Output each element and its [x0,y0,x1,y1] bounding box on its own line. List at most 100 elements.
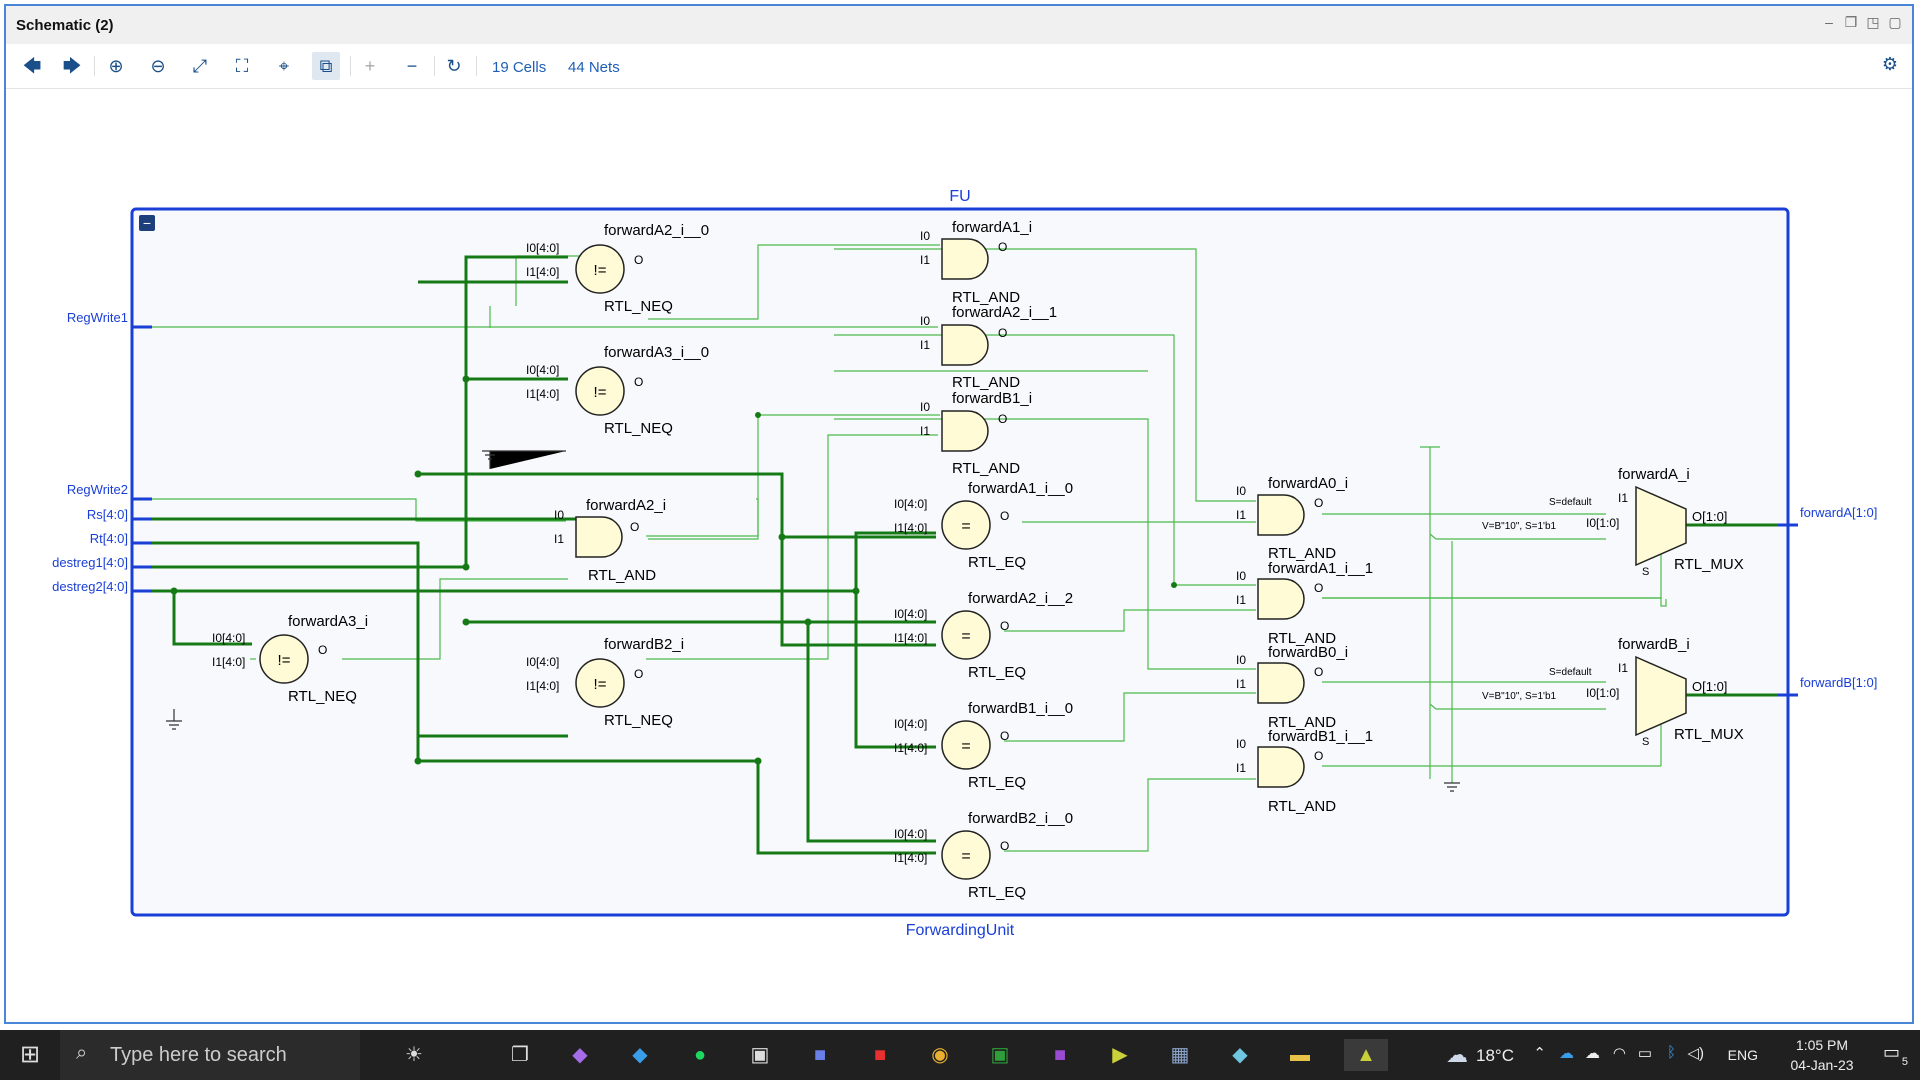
svg-text:I0[1:0]: I0[1:0] [1586,516,1619,530]
remove-icon[interactable]: − [406,56,418,76]
svg-text:RTL_EQ: RTL_EQ [968,774,1026,791]
weather-sun-icon[interactable]: ☀ [405,1044,423,1066]
svg-text:RTL_EQ: RTL_EQ [968,664,1026,681]
cell-forwardB2-i[interactable]: != forwardB2_i RTL_NEQ I0[4:0] I1[4:0] O [526,636,684,729]
svg-text:O: O [1000,619,1009,633]
windows-start-icon[interactable]: ⊞ [19,1041,41,1068]
cell-forwardA0-i[interactable]: forwardA0_i RTL_AND I0 I1 O [1236,475,1348,562]
svg-text:forwardB1_i__1: forwardB1_i__1 [1268,728,1373,745]
svg-text:I1: I1 [920,338,930,352]
back-icon[interactable]: 🡄 [22,56,42,76]
cloud-icon[interactable]: ☁ [1585,1045,1600,1062]
clock-time[interactable]: 1:05 PM [1795,1037,1849,1053]
cell-forwardA1-i-1[interactable]: forwardA1_i__1 RTL_AND I0 I1 O [1236,560,1373,647]
acrobat-icon[interactable]: ■ [873,1044,887,1066]
svg-text:I0[4:0]: I0[4:0] [894,827,927,841]
svg-text:forwardA2_i__1: forwardA2_i__1 [952,304,1057,321]
add-icon[interactable]: + [364,56,376,76]
file-explorer-icon[interactable]: ▬ [1290,1044,1310,1066]
svg-text:=: = [961,848,970,865]
close-icon[interactable]: ▢ [1888,14,1902,30]
svg-text:S=default: S=default [1549,667,1592,678]
app-icon[interactable]: ▣ [750,1044,770,1066]
wifi-icon[interactable]: ◠ [1612,1045,1626,1062]
vscode-icon[interactable]: ◆ [632,1044,648,1066]
cell-forwardA2-i[interactable]: forwardA2_i RTL_AND I0 I1 O [554,497,666,584]
zoom-in-icon[interactable]: ⊕ [108,56,124,76]
cell-forwardA1-i-0[interactable]: = forwardA1_i__0 RTL_EQ I0[4:0] I1[4:0] … [894,480,1073,571]
svg-text:I1[4:0]: I1[4:0] [526,265,559,279]
onedrive-icon[interactable]: ☁ [1559,1045,1574,1062]
app2-icon[interactable]: ◆ [1232,1044,1248,1066]
cell-forwardB1-i[interactable]: forwardB1_i RTL_AND I0 I1 O [920,390,1032,477]
gear-icon[interactable]: ⚙ [1881,54,1898,74]
excel-icon[interactable]: ▣ [990,1044,1010,1066]
svg-text:O: O [630,520,639,534]
svg-text:I1: I1 [1236,508,1246,522]
svg-text:forwardB_i: forwardB_i [1618,636,1690,653]
teams-icon[interactable]: ■ [813,1044,827,1066]
spotify-icon[interactable]: ● [693,1044,707,1066]
svg-text:O[1:0]: O[1:0] [1692,509,1727,524]
svg-text:RTL_AND: RTL_AND [952,374,1020,391]
svg-text:O: O [1000,729,1009,743]
chevron-up-icon[interactable]: ⌃ [1533,1045,1546,1062]
input-port-stubs [132,325,152,593]
vivado-active-icon[interactable]: ▲ [1344,1039,1388,1071]
vivado-icon[interactable]: ▶ [1112,1044,1128,1066]
chrome-icon[interactable]: ◉ [931,1044,949,1066]
calculator-icon[interactable]: ▦ [1170,1044,1190,1066]
onenote-icon[interactable]: ■ [1053,1044,1067,1066]
restore-icon[interactable]: ❐ [1844,14,1858,30]
svg-text:forwardA3_i: forwardA3_i [288,613,368,630]
cell-forwardA3-i-0[interactable]: != forwardA3_i__0 RTL_NEQ I0[4:0] I1[4:0… [526,344,709,437]
language-label[interactable]: ENG [1727,1047,1758,1063]
svg-text:I1[4:0]: I1[4:0] [212,655,245,669]
svg-text:RTL_AND: RTL_AND [1268,714,1336,731]
maximize-icon[interactable]: ◳ [1866,14,1880,30]
cells-count-link[interactable]: 19 Cells [492,59,547,76]
cell-forwardA-i[interactable]: forwardA_i RTL_MUX O[1:0] I1 I0[1:0] S S… [1482,466,1744,578]
cell-forwardA3-i[interactable]: != forwardA3_i RTL_NEQ I0[4:0] I1[4:0] O [212,613,368,705]
svg-text:forwardB1_i__0: forwardB1_i__0 [968,700,1073,717]
zoom-out-icon[interactable]: ⊖ [150,56,166,76]
cell-forwardB2-i-0[interactable]: = forwardB2_i__0 RTL_EQ I0[4:0] I1[4:0] … [894,810,1073,901]
taskbar-search[interactable]: ⌕ Type here to search [60,1030,360,1080]
task-view-icon[interactable]: ❐ [511,1044,529,1066]
cell-forwardB-i[interactable]: forwardB_i RTL_MUX O[1:0] I1 I0[1:0] S S… [1482,636,1744,748]
forward-icon[interactable]: 🡆 [62,56,82,76]
cell-forwardB0-i[interactable]: forwardB0_i RTL_AND I0 I1 O [1236,644,1348,731]
ground-icon [166,450,1460,792]
minimize-icon[interactable]: – [1825,14,1833,30]
cell-forwardB1-i-1[interactable]: forwardB1_i__1 RTL_AND I0 I1 O [1236,728,1373,815]
svg-text:forwardA1_i__1: forwardA1_i__1 [1268,560,1373,577]
zoom-fit-icon[interactable]: ⤢ [192,56,208,76]
svg-text:I0: I0 [1236,484,1246,498]
visual-studio-icon[interactable]: ◆ [572,1044,588,1066]
cell-forwardA2-i-1[interactable]: forwardA2_i__1 RTL_AND I0 I1 O [920,304,1057,391]
cell-forwardA2-i-0[interactable]: != forwardA2_i__0 RTL_NEQ I0[4:0] I1[4:0… [526,222,709,315]
fu-module-box[interactable] [130,207,1790,917]
refresh-icon[interactable]: ↻ [446,56,462,76]
route-icon[interactable]: ⧉ [312,52,340,80]
svg-text:O: O [1000,839,1009,853]
zoom-area-icon[interactable]: ⛶ [235,56,249,76]
svg-text:I0[4:0]: I0[4:0] [894,607,927,621]
select-icon[interactable]: ⌖ [278,56,290,76]
svg-text:I1: I1 [1618,491,1628,505]
weather-cloud-icon[interactable]: ☁ [1446,1042,1468,1067]
notification-icon[interactable]: ▭ [1882,1042,1900,1062]
nets-count-link[interactable]: 44 Nets [568,59,620,76]
svg-text:I0[4:0]: I0[4:0] [212,631,245,645]
schematic-canvas[interactable]: FU ForwardingUnit − [6,89,1910,1019]
cell-forwardA1-i[interactable]: forwardA1_i RTL_AND I0 I1 O [920,219,1032,306]
bluetooth-icon[interactable]: ᛒ [1666,1044,1676,1061]
volume-icon[interactable]: ◁) [1687,1045,1704,1062]
clock-date[interactable]: 04-Jan-23 [1790,1057,1854,1073]
battery-icon[interactable]: ▭ [1637,1045,1652,1062]
collapse-icon[interactable] [139,215,155,231]
svg-text:forwardA2_i__2: forwardA2_i__2 [968,590,1073,607]
cell-forwardB1-i-0[interactable]: = forwardB1_i__0 RTL_EQ I0[4:0] I1[4:0] … [894,700,1073,791]
cell-forwardA2-i-2[interactable]: = forwardA2_i__2 RTL_EQ I0[4:0] I1[4:0] … [894,590,1073,681]
svg-text:forwardA0_i: forwardA0_i [1268,475,1348,492]
